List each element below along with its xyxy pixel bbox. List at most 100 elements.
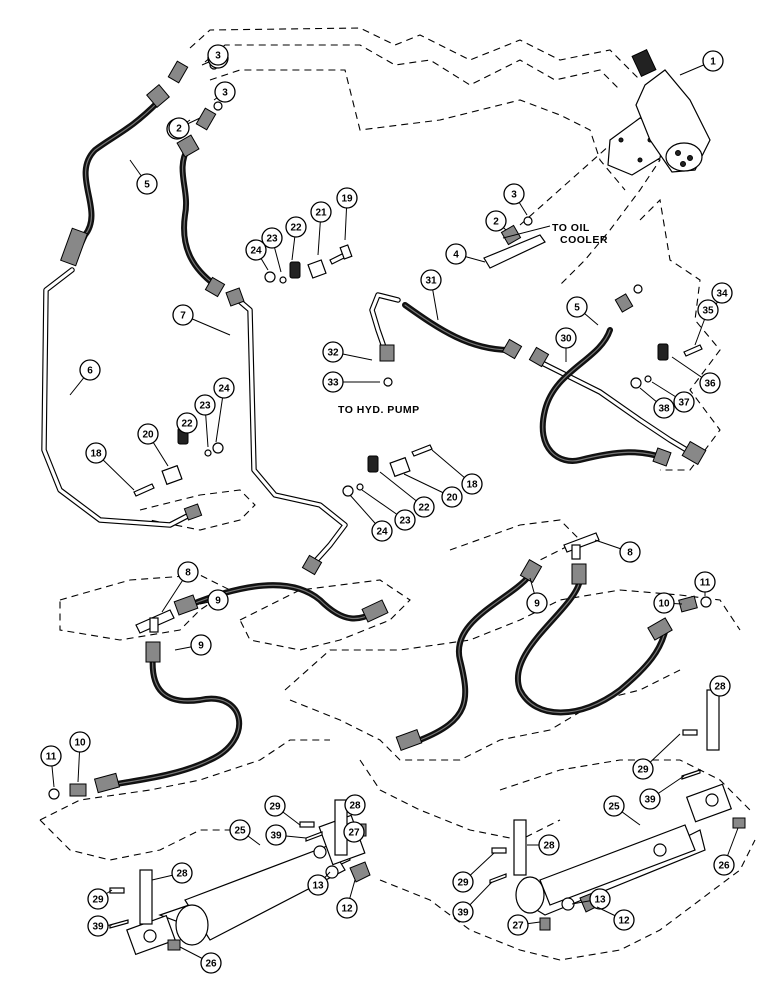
hydraulic-cylinder-right [515, 783, 733, 916]
callout-circle [310, 201, 332, 223]
callout-number: 9 [198, 641, 204, 652]
callout-22: 22 [285, 216, 307, 261]
callout-circle [207, 589, 229, 611]
callout-23: 23 [194, 394, 216, 448]
callout-26: 26 [713, 827, 739, 876]
callout-number: 27 [512, 921, 524, 932]
callout-29: 29 [264, 795, 301, 826]
callout-number: 30 [560, 334, 572, 345]
callout-number: 26 [718, 861, 730, 872]
callout-circle [343, 821, 365, 843]
callout-circle [526, 592, 548, 614]
dashed-assembly-outlines [39, 27, 756, 961]
callout-number: 18 [90, 449, 102, 460]
callout-39: 39 [265, 824, 307, 846]
callout-number: 22 [181, 419, 193, 430]
callout-number: 38 [658, 404, 670, 415]
callout-39: 39 [639, 775, 685, 810]
callout-circle [697, 299, 719, 321]
callout-circle [394, 509, 416, 531]
callout-12: 12 [596, 906, 635, 931]
callout-2: 2 [485, 210, 507, 232]
callout-circle [371, 520, 393, 542]
callout-32: 32 [322, 341, 373, 363]
callout-4: 4 [445, 243, 486, 265]
callout-6: 6 [69, 359, 101, 396]
callout-circle [85, 442, 107, 464]
callout-number: 20 [446, 493, 458, 504]
callout-circle [245, 239, 267, 261]
callout-number: 3 [215, 51, 221, 62]
callout-11: 11 [694, 571, 716, 596]
callout-number: 29 [269, 802, 281, 813]
callout-36: 36 [671, 356, 721, 394]
callout-circle [214, 81, 236, 103]
callout-number: 21 [315, 208, 327, 219]
callout-3: 3 [213, 81, 236, 103]
callout-circle [168, 117, 190, 139]
callout-circle [136, 173, 158, 195]
callout-20: 20 [403, 473, 463, 508]
callout-number: 20 [142, 430, 154, 441]
callout-circle [673, 391, 695, 413]
callout-number: 24 [376, 527, 388, 538]
callout-number: 27 [348, 828, 360, 839]
callout-circle [538, 834, 560, 856]
callout-35: 35 [694, 299, 719, 346]
callout-circle [699, 372, 721, 394]
callout-1: 1 [679, 50, 724, 76]
callout-circle [713, 854, 735, 876]
note-to-oil-cooler-2: COOLER [560, 234, 608, 246]
callout-23: 23 [361, 489, 416, 531]
note-to-oil-cooler-1: TO OIL [552, 222, 590, 234]
callout-circle [619, 541, 641, 563]
callout-number: 35 [702, 306, 714, 317]
callout-circle [207, 44, 229, 66]
callout-number: 28 [714, 682, 726, 693]
callout-number: 5 [574, 303, 580, 314]
callout-circle [413, 496, 435, 518]
note-to-hyd-pump: TO HYD. PUMP [338, 404, 420, 416]
callout-number: 29 [92, 895, 104, 906]
callout-13: 13 [307, 871, 331, 896]
callout-18: 18 [431, 449, 483, 495]
callout-circle [285, 216, 307, 238]
callout-circle [452, 871, 474, 893]
callout-31: 31 [420, 269, 442, 321]
callout-number: 5 [144, 180, 150, 191]
flexible-hoses [75, 99, 668, 788]
callout-24: 24 [245, 239, 269, 271]
callout-circle [137, 423, 159, 445]
callout-10: 10 [653, 592, 683, 614]
fittings [48, 48, 712, 800]
callout-number: 7 [180, 311, 186, 322]
callout-28: 28 [344, 794, 366, 816]
callout-number: 11 [46, 752, 57, 763]
callout-circle [694, 571, 716, 593]
callout-number: 26 [205, 959, 217, 970]
callout-29: 29 [632, 733, 681, 780]
callout-number: 22 [418, 503, 430, 514]
callout-number: 12 [341, 904, 353, 915]
part-callouts: 1332532192122232443234353153032333637387… [40, 44, 739, 974]
callout-number: 18 [466, 480, 478, 491]
callout-number: 23 [399, 516, 411, 527]
callout-27: 27 [343, 821, 365, 843]
callout-number: 31 [425, 276, 437, 287]
callout-number: 36 [704, 379, 716, 390]
callout-number: 8 [185, 568, 191, 579]
callout-circle [171, 862, 193, 884]
callout-circle [711, 282, 733, 304]
callout-19: 19 [336, 187, 358, 241]
callout-circle [172, 304, 194, 326]
callout-number: 39 [92, 922, 104, 933]
callout-circle [555, 327, 577, 349]
callout-circle [603, 795, 625, 817]
callout-circle [632, 758, 654, 780]
callout-13: 13 [571, 888, 611, 910]
callout-number: 12 [618, 916, 630, 927]
callout-27: 27 [507, 914, 541, 936]
callout-5: 5 [129, 159, 158, 195]
callout-12: 12 [336, 879, 358, 919]
callout-8: 8 [161, 561, 199, 613]
